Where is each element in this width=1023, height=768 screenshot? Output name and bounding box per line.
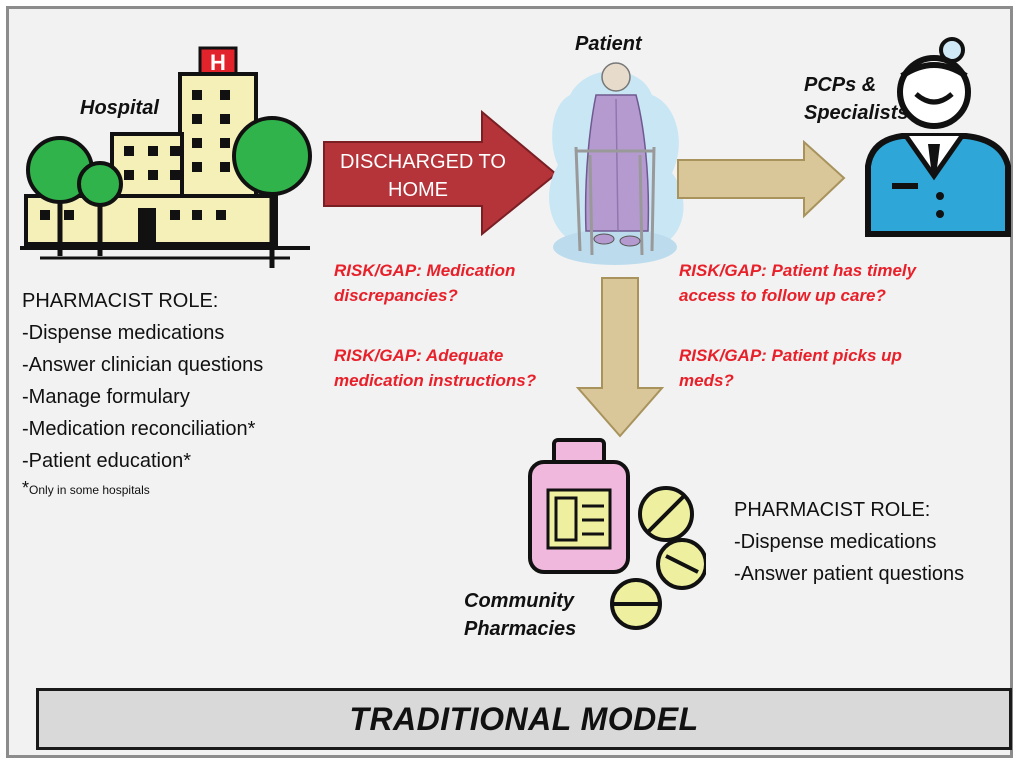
pcps-label-line1: PCPs & — [804, 74, 877, 96]
pcps-label: PCPs & Specialists — [804, 71, 909, 127]
community-role-title: PHARMACIST ROLE: — [734, 499, 931, 521]
risk-line: access to follow up care? — [679, 286, 886, 305]
hospital-role-item: -Dispense medications — [22, 322, 225, 344]
hospital-role-item: -Manage formulary — [22, 386, 190, 408]
model-title-bar: TRADITIONAL MODEL — [36, 688, 1012, 750]
patient-icon — [549, 62, 684, 265]
footnote-star: * — [22, 478, 30, 498]
doctor-icon — [865, 37, 1011, 237]
arrow-to-pharmacies — [575, 277, 664, 438]
risk-line: discrepancies? — [334, 286, 458, 305]
hospital-role-title: PHARMACIST ROLE: — [22, 290, 219, 312]
hospital-role-item: -Patient education* — [22, 450, 192, 472]
discharge-label-line1: DISCHARGED TO — [340, 151, 506, 173]
risk-line: RISK/GAP: Medication — [334, 261, 516, 280]
risk-line: RISK/GAP: Adequate — [334, 346, 504, 365]
discharge-arrow — [323, 109, 558, 237]
community-label-line1: Community — [464, 590, 574, 612]
community-role-item: -Dispense medications — [734, 531, 937, 553]
model-title: TRADITIONAL MODEL — [349, 700, 699, 737]
community-label-line2: Pharmacies — [464, 618, 577, 640]
community-pharmacies-label: Community Pharmacies — [464, 587, 576, 643]
diagram-frame — [6, 6, 1013, 758]
hospital-role-item: -Answer clinician questions — [22, 354, 264, 376]
hospital-role-item: -Medication reconciliation* — [22, 418, 256, 440]
risk-picks-up-meds: RISK/GAP: Patient picks up meds? — [679, 343, 902, 393]
discharge-label-line2: HOME — [388, 179, 448, 201]
community-role-item: -Answer patient questions — [734, 563, 965, 585]
hospital-label: Hospital — [80, 97, 159, 119]
risk-medication-instructions: RISK/GAP: Adequate medication instructio… — [334, 343, 536, 393]
risk-line: RISK/GAP: Patient has timely — [679, 261, 917, 280]
hospital-pharmacist-role: PHARMACIST ROLE: -Dispense medications -… — [22, 285, 263, 477]
community-pharmacist-role: PHARMACIST ROLE: -Dispense medications -… — [734, 494, 964, 590]
patient-label: Patient — [575, 33, 642, 55]
footnote-text: Only in some hospitals — [29, 483, 150, 497]
discharge-label: DISCHARGED TO HOME — [340, 148, 506, 204]
arrow-to-pcps — [677, 140, 846, 219]
risk-line: medication instructions? — [334, 371, 537, 390]
risk-line: RISK/GAP: Patient picks up — [679, 346, 902, 365]
hospital-icon: H — [20, 46, 312, 268]
risk-medication-discrepancies: RISK/GAP: Medication discrepancies? — [334, 258, 515, 308]
pill-bottle-icon — [528, 438, 706, 630]
svg-text:H: H — [210, 50, 226, 75]
risk-line: meds? — [679, 371, 734, 390]
risk-follow-up-care: RISK/GAP: Patient has timely access to f… — [679, 258, 916, 308]
hospital-footnote: *Only in some hospitals — [22, 478, 150, 499]
pcps-label-line2: Specialists — [804, 102, 909, 124]
